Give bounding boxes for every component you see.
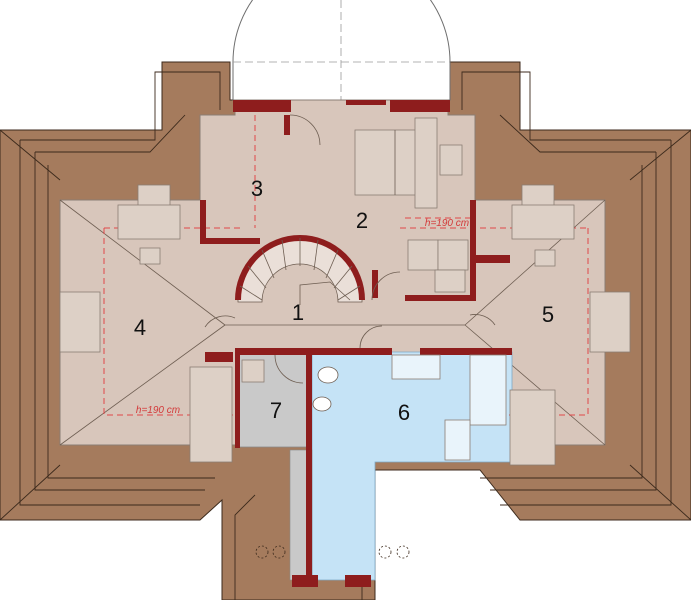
room-number-4: 4: [134, 315, 146, 340]
room-number-1: 1: [292, 300, 304, 325]
door-swings: [204, 114, 496, 384]
ceiling-height-label-left: h=190 cm: [136, 405, 180, 416]
furniture: [59, 117, 631, 559]
walls: [200, 100, 512, 587]
bay-window-dome: [232, 0, 451, 101]
room-number-7: 7: [270, 398, 282, 423]
spiral-staircase: [235, 235, 365, 305]
room-number-6: 6: [398, 400, 410, 425]
ceiling-height-label-right: h=190 cm: [425, 218, 469, 229]
room-number-3: 3: [251, 176, 263, 201]
room-number-2: 2: [356, 208, 368, 233]
room-number-5: 5: [542, 302, 554, 327]
